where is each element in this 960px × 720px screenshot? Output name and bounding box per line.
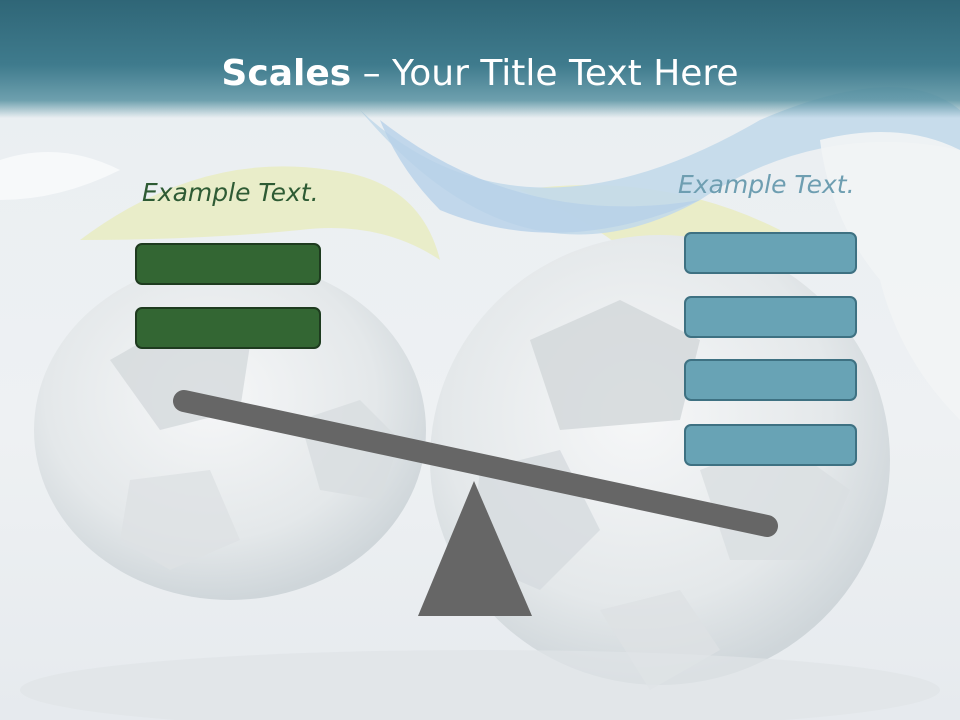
right-box-3[interactable] (684, 359, 857, 401)
right-box-4[interactable] (684, 424, 857, 466)
right-box-2[interactable] (684, 296, 857, 338)
scale-fulcrum[interactable] (418, 481, 532, 616)
scale-beam[interactable] (173, 390, 778, 537)
right-box-1[interactable] (684, 232, 857, 274)
slide-title[interactable]: Scales – Your Title Text Here (0, 52, 960, 96)
title-bar (0, 0, 960, 118)
left-example-text[interactable]: Example Text. (142, 178, 319, 207)
right-example-text[interactable]: Example Text. (678, 170, 855, 199)
title-rest-text: – Your Title Text Here (351, 53, 739, 94)
left-box-2[interactable] (135, 307, 321, 349)
title-bold-text: Scales (221, 53, 352, 94)
left-box-1[interactable] (135, 243, 321, 285)
